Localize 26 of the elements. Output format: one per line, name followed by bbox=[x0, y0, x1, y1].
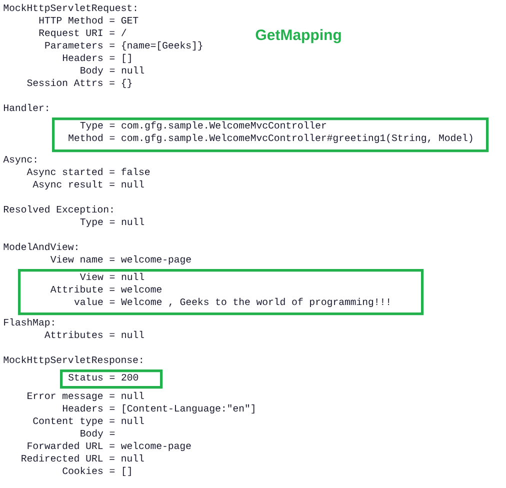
output-line: Async: bbox=[3, 156, 36, 165]
output-line: Forwarded URL = welcome-page bbox=[28, 442, 191, 452]
output-line: Redirected URL = null bbox=[22, 454, 144, 462]
highlight-box: Type = com.gfg.sample.WelcomeMvcController Method = com.gfg.sample.WelcomeMvcController#greeting1(String, Model) bbox=[52, 118, 489, 152]
output-line: Headers = [] bbox=[62, 54, 131, 64]
output-line: Async result = null bbox=[32, 180, 144, 190]
title: GetMapping bbox=[256, 29, 341, 44]
output-line: Request URI = / bbox=[39, 28, 126, 38]
highlight-box: Status = 200 bbox=[60, 370, 163, 389]
output-line: Type = null bbox=[80, 218, 144, 228]
output-line: Attributes = null bbox=[44, 330, 144, 338]
output-line: HTTP Method = GET bbox=[39, 16, 138, 24]
output-line: Async started = false bbox=[26, 168, 150, 178]
output-line: Handler: bbox=[4, 104, 48, 112]
output-line: MockHttpServletRequest: bbox=[4, 4, 136, 14]
output-line: ModelAndView: bbox=[4, 242, 78, 250]
output-line: Parameters = {name=[Geeks]} bbox=[45, 41, 202, 51]
output-line: Resolved Exception: bbox=[4, 205, 113, 215]
output-line: FlashMap: bbox=[4, 318, 54, 328]
output-line: Body = bbox=[80, 429, 115, 439]
output-line: Session Attrs = {} bbox=[27, 78, 132, 88]
output-line: Body = null bbox=[80, 66, 144, 76]
highlight-box: View = null Attribute = welcome value = Welcome , Geeks to the world of programming!!! bbox=[18, 269, 424, 316]
output-line: Content type = null bbox=[33, 416, 144, 426]
output-line: Headers = [Content-Language:"en"] bbox=[62, 404, 254, 414]
output-line: Cookies = [] bbox=[62, 466, 131, 476]
